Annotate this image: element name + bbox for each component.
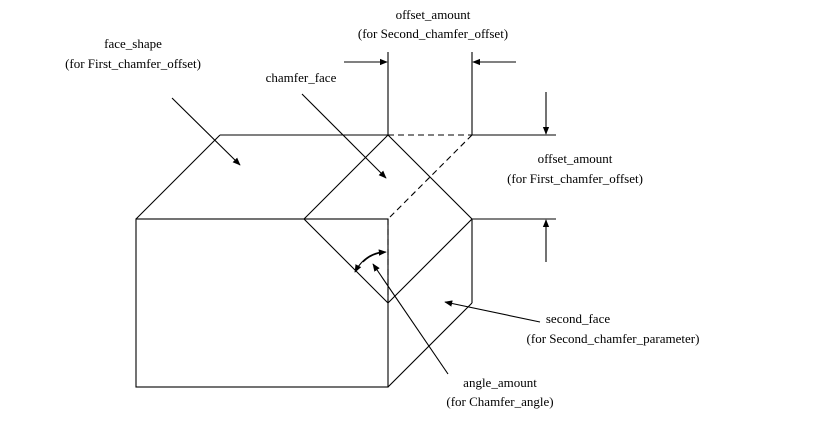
leader-arrows: [171, 93, 541, 375]
face-shape-leader: [171, 97, 241, 166]
chamfer-face-name: chamfer_face: [266, 70, 337, 85]
second-face-note: (for Second_chamfer_parameter): [527, 331, 700, 346]
second-face-name: second_face: [546, 311, 610, 326]
offset-amount-second-note: (for Second_chamfer_offset): [358, 26, 508, 41]
offset-amount-second-name: offset_amount: [396, 7, 471, 22]
label-offset-first: offset_amount (for First_chamfer_offset): [507, 151, 643, 186]
first-offset-dimension: [472, 92, 556, 262]
angle-arc-start: [362, 249, 387, 263]
front-face: [135, 218, 389, 388]
face-shape-name: face_shape: [104, 36, 162, 51]
angle-arc: [354, 251, 382, 273]
label-face-shape: face_shape (for First_chamfer_offset): [65, 36, 201, 71]
angle-amount-name: angle_amount: [463, 375, 537, 390]
face-shape-note: (for First_chamfer_offset): [65, 56, 201, 71]
chamfer-face-leader: [301, 93, 387, 179]
offset-amount-first-note: (for First_chamfer_offset): [507, 171, 643, 186]
angle-amount-note: (for Chamfer_angle): [446, 394, 553, 409]
angle-amount-leader: [372, 263, 449, 375]
label-offset-second: offset_amount (for Second_chamfer_offset…: [358, 7, 508, 41]
label-chamfer-face: chamfer_face: [266, 70, 337, 85]
top-left-edge: [135, 134, 221, 220]
label-second-face: second_face (for Second_chamfer_paramete…: [527, 311, 700, 346]
second-offset-dimension: [344, 52, 516, 135]
angle-indicator: [354, 249, 387, 273]
second-face-leader: [444, 300, 541, 323]
offset-amount-first-name: offset_amount: [538, 151, 613, 166]
label-angle-amount: angle_amount (for Chamfer_angle): [446, 375, 553, 409]
block-outline: [135, 134, 473, 388]
hidden-lines: [304, 134, 473, 303]
right-face-bottom-edge: [387, 302, 473, 388]
